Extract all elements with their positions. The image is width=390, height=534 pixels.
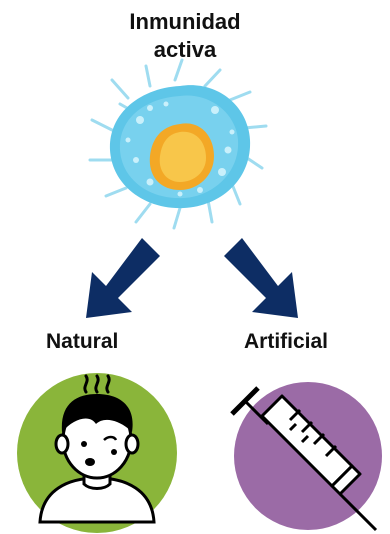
arrow-left (86, 238, 160, 318)
diagram-title: Inmunidad activa (95, 8, 275, 64)
immune-cell-icon (88, 58, 268, 230)
title-line-2: activa (153, 37, 217, 62)
sick-child-icon (17, 373, 177, 533)
syringe-icon (230, 382, 382, 532)
branch-label-natural: Natural (46, 330, 119, 353)
title-line-1: Inmunidad (129, 9, 241, 34)
branch-label-artificial: Artificial (244, 330, 329, 353)
arrow-right (224, 238, 298, 318)
